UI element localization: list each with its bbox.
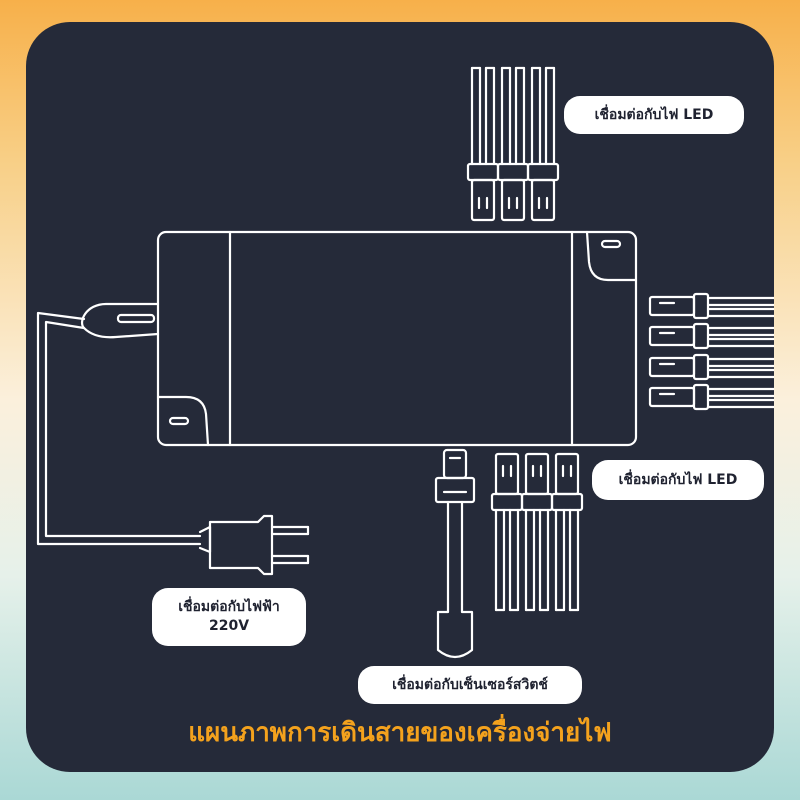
power-supply-unit: [156, 230, 638, 447]
wiring-diagram: [36, 66, 774, 659]
led-connector-top-2: [496, 66, 530, 222]
led-connectors-right: [648, 292, 774, 411]
led-connector-bottom-1: [490, 452, 524, 612]
label-led-right: เชื่อมต่อกับไฟ LED: [592, 460, 764, 500]
power-cable: [36, 302, 310, 576]
led-connector-right-4: [648, 383, 774, 411]
led-connector-bottom-3: [550, 452, 584, 612]
label-power-220v: เชื่อมต่อกับไฟฟ้า 220V: [152, 588, 306, 646]
label-led-top: เชื่อมต่อกับไฟ LED: [564, 96, 744, 134]
led-connector-top-1: [466, 66, 500, 222]
led-connector-right-1: [648, 292, 774, 320]
led-connector-top-3: [526, 66, 560, 222]
sensor-switch-cable: [434, 448, 476, 659]
diagram-panel: เชื่อมต่อกับไฟ LED เชื่อมต่อกับไฟ LED เช…: [26, 22, 774, 772]
label-sensor-switch: เชื่อมต่อกับเซ็นเซอร์สวิตช์: [358, 666, 582, 704]
led-connectors-bottom: [490, 452, 584, 612]
diagram-title: แผนภาพการเดินสายของเครื่องจ่ายไฟ: [188, 718, 612, 748]
led-connectors-top: [466, 66, 560, 222]
led-connector-right-3: [648, 353, 774, 381]
led-connector-right-2: [648, 322, 774, 350]
led-connector-bottom-2: [520, 452, 554, 612]
